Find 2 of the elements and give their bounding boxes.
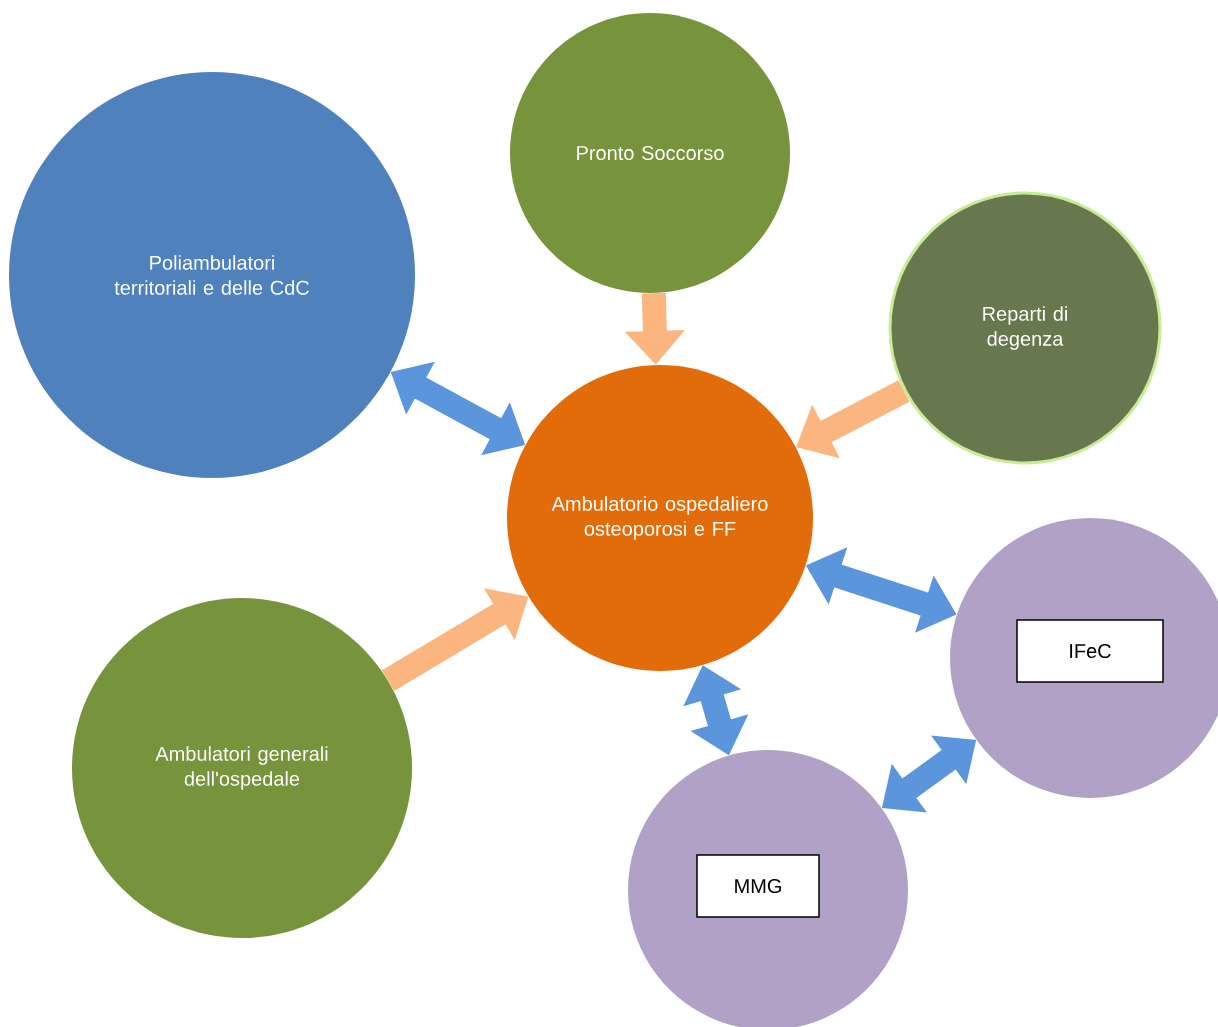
label-box: IFeC bbox=[1016, 619, 1164, 683]
label-box: MMG bbox=[696, 854, 820, 918]
